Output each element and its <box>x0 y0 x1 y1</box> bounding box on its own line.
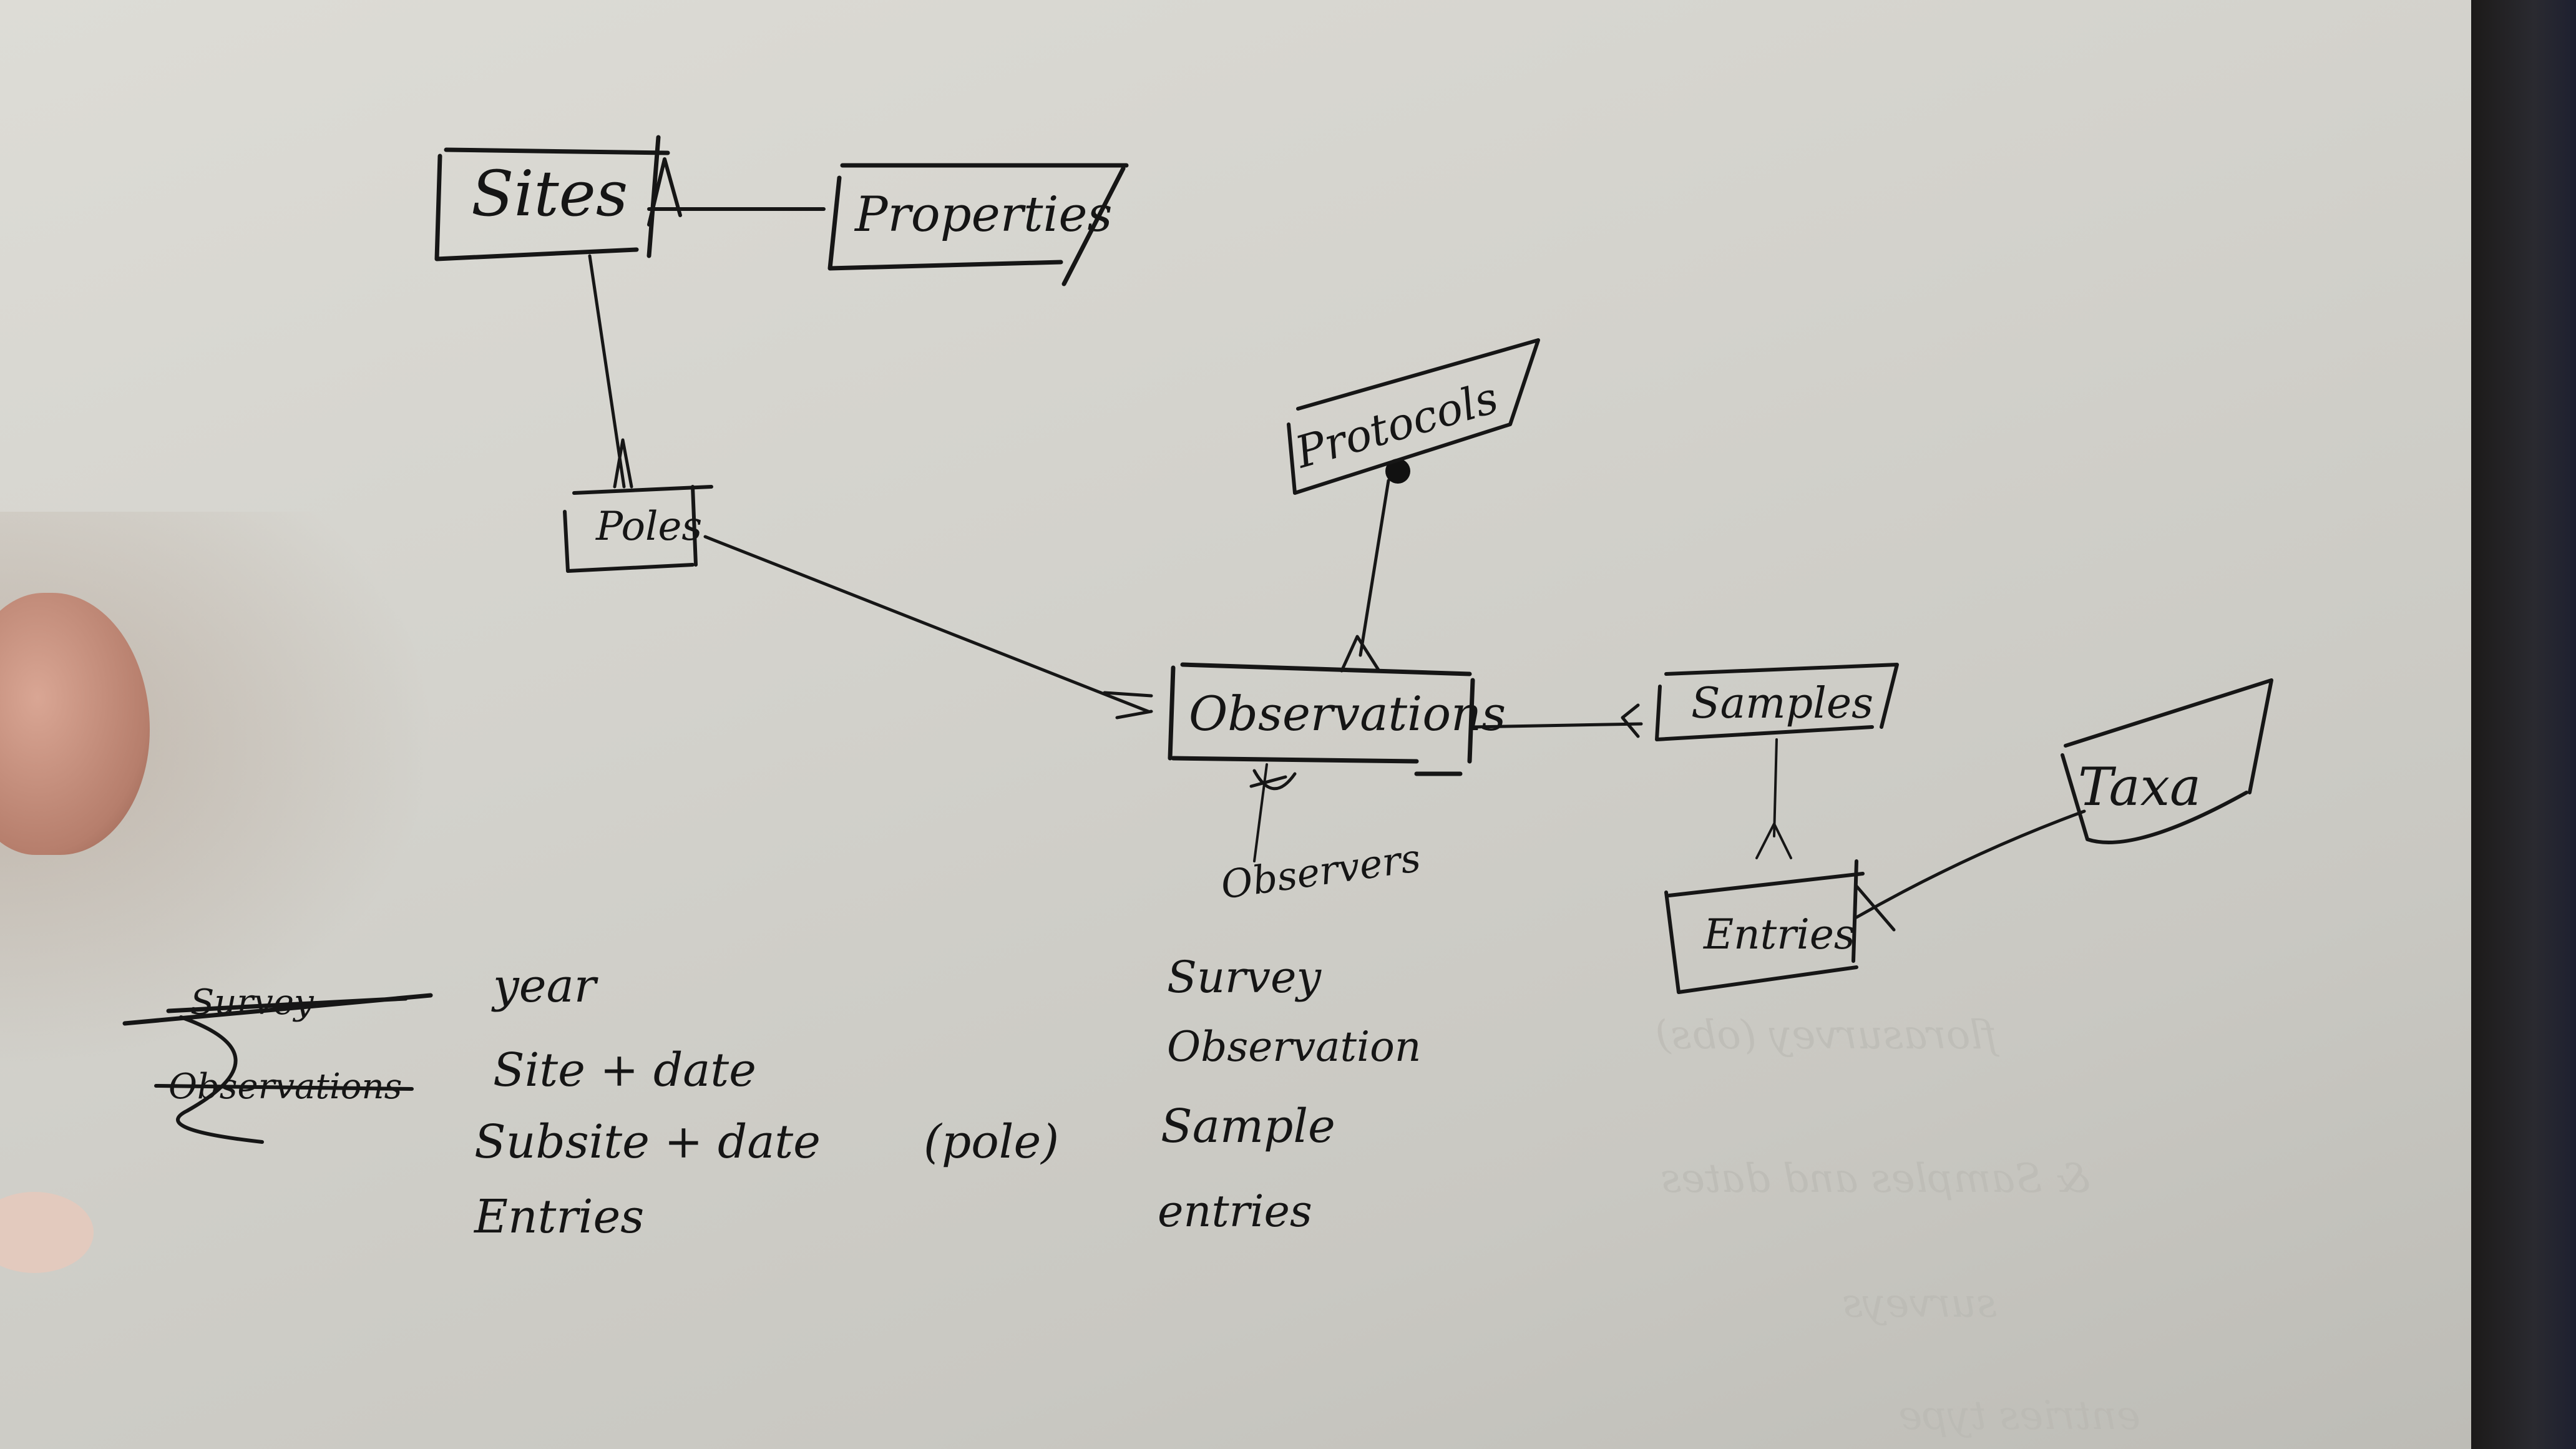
entity-observations: Observations <box>1168 662 1506 776</box>
entity-protocols: Protocols <box>1287 338 1540 495</box>
line-observations-samples <box>1471 722 1643 729</box>
line-entries-taxa <box>1855 809 2086 919</box>
note-site-date: Site + date <box>493 1043 756 1097</box>
ghost-line-2: & Samples and dates <box>1661 1156 2091 1202</box>
crowfoot-poles <box>613 438 633 489</box>
bleed-through-text: florasurvey (obs) & Samples and dates su… <box>1656 1012 2140 1439</box>
label-sites: Sites <box>471 157 628 230</box>
thumb <box>0 593 150 1273</box>
entity-poles: Poles <box>563 485 713 573</box>
entity-properties: Properties <box>827 163 1129 286</box>
note-entries-lower: entries <box>1158 1186 1312 1237</box>
note-entries: Entries <box>473 1190 644 1244</box>
ghost-line-1: florasurvey (obs) <box>1656 1012 1999 1058</box>
relationship-lines <box>588 157 2086 932</box>
notes-crossed-out: Survey Observations <box>122 982 433 1144</box>
entity-entries: Entries <box>1664 859 1865 994</box>
crowfoot-observations-left <box>1103 691 1153 720</box>
entity-taxa: Taxa <box>2061 678 2273 844</box>
entity-sites: Sites <box>434 135 670 261</box>
line-poles-observations <box>703 535 1150 713</box>
line-observations-observers <box>1253 763 1268 862</box>
label-properties: Properties <box>854 187 1113 243</box>
label-observations: Observations <box>1189 686 1506 741</box>
label-samples: Samples <box>1691 679 1873 728</box>
label-entries: Entries <box>1703 910 1855 959</box>
note-sample: Sample <box>1161 1100 1335 1153</box>
label-taxa: Taxa <box>2078 756 2201 817</box>
ghost-line-4: entries type <box>1898 1393 2140 1439</box>
paper-sheet <box>0 0 2471 1449</box>
line-protocols-observations <box>1359 479 1390 657</box>
line-samples-entries <box>1773 738 1778 837</box>
note-pole: (pole) <box>924 1115 1059 1169</box>
notes-right-column: Survey Observation Sample entries <box>1158 952 1421 1237</box>
label-observers: Observers <box>1218 835 1423 908</box>
crowfoot-observations-top <box>1340 635 1381 673</box>
note-year: year <box>491 959 599 1013</box>
ghost-line-3: surveys <box>1842 1281 1997 1327</box>
entity-samples: Samples <box>1655 663 1899 741</box>
crowfoot-entries-right <box>1855 884 1896 932</box>
thumbnail <box>0 1192 94 1273</box>
scribble-observers <box>1249 769 1297 791</box>
note-survey: Survey <box>1167 952 1322 1003</box>
line-sites-poles <box>588 254 626 489</box>
note-observation: Observation <box>1167 1023 1421 1071</box>
crowfoot-entries <box>1755 822 1792 859</box>
crowfoot-samples <box>1621 703 1640 738</box>
background-edge <box>2471 0 2576 1449</box>
label-poles: Poles <box>595 504 702 550</box>
scribble-mark <box>1385 459 1410 484</box>
notes-left-column: year Site + date Subsite + date (pole) E… <box>473 959 1059 1244</box>
note-subsite-date: Subsite + date <box>474 1115 821 1169</box>
